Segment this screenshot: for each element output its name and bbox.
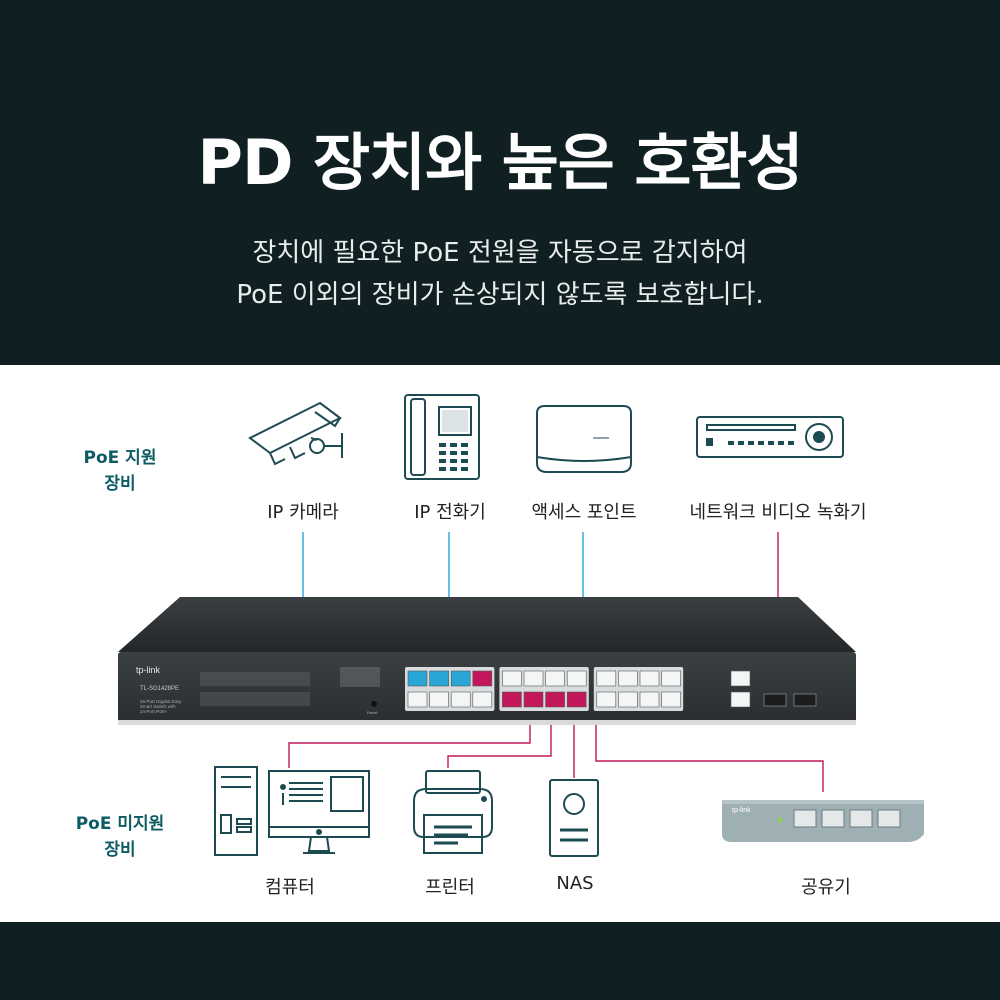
ethernet-port (502, 691, 522, 708)
ethernet-port (596, 691, 617, 708)
device-label-ip-phone: IP 전화기 (414, 502, 486, 523)
ethernet-port (523, 670, 544, 687)
nonpoe-group-line2: 장비 (104, 840, 136, 860)
ethernet-port (661, 670, 681, 687)
nvr-icon (695, 415, 845, 459)
uplink-port (730, 691, 751, 708)
reset-label: Reset (367, 710, 378, 715)
sfp-slot (763, 693, 787, 707)
device-label-nas: NAS (556, 873, 594, 894)
switch-model: TL-SG1428PE (140, 686, 179, 692)
port-grid (405, 667, 817, 711)
ethernet-port (429, 670, 449, 687)
device-label-computer: 컴퓨터 (265, 877, 315, 898)
ethernet-port (472, 670, 493, 687)
subtitle-line-2: PoE 이외의 장비가 손상되지 않도록 보호합니다. (236, 280, 764, 310)
ethernet-port (523, 691, 544, 708)
ethernet-port (566, 691, 587, 708)
switch-desc-2: Smart Switch with (140, 704, 176, 709)
nonpoe-group-line1: PoE 미지원 (75, 814, 165, 834)
reset-button[interactable] (371, 701, 377, 707)
nas-icon (548, 778, 600, 858)
computer-icon (213, 765, 373, 860)
device-label-access-point: 액세스 포인트 (531, 502, 637, 523)
port-block (405, 667, 495, 711)
line-router (595, 717, 824, 792)
nonpoe-group-label: PoE 미지원 장비 (65, 811, 175, 863)
ethernet-port (596, 670, 617, 687)
access-point-icon (533, 403, 635, 475)
printer-icon (408, 765, 498, 857)
poe-group-line2: 장비 (104, 474, 136, 494)
line-computer (288, 717, 531, 768)
ethernet-port (661, 691, 681, 708)
ethernet-port (618, 670, 638, 687)
switch-desc-1: 26-Port Gigabit Easy (140, 699, 182, 704)
device-label-ip-camera: IP 카메라 (267, 502, 339, 523)
ethernet-port (407, 691, 428, 708)
ethernet-port (639, 670, 660, 687)
ethernet-port (450, 691, 471, 708)
poe-switch: tp-link TL-SG1428PE 26-Port Gigabit Easy… (118, 597, 856, 725)
ip-camera-icon (245, 398, 355, 473)
page-title: PD 장치와 높은 호환성 (197, 126, 804, 199)
poe-group-label: PoE 지원 장비 (65, 445, 175, 497)
compatibility-diagram: PoE 지원 장비 PoE 미지원 장비 (0, 365, 1000, 922)
device-label-printer: 프린터 (425, 877, 475, 898)
ethernet-port (566, 670, 587, 687)
ethernet-port (429, 691, 449, 708)
ethernet-port (639, 691, 660, 708)
ethernet-port (502, 670, 522, 687)
switch-desc-3: 24-Port PoE+ (140, 709, 168, 714)
device-label-router: 공유기 (801, 877, 851, 898)
router-brand: tp-link (732, 807, 751, 814)
footer-band (0, 922, 1000, 1000)
hero-banner: PD 장치와 높은 호환성 장치에 필요한 PoE 전원을 자동으로 감지하여 … (0, 0, 1000, 365)
ethernet-port (545, 670, 565, 687)
ethernet-port (450, 670, 471, 687)
ethernet-port (618, 691, 638, 708)
switch-brand: tp-link (136, 665, 161, 675)
sfp-slot (793, 693, 817, 707)
port-block (593, 667, 684, 711)
poe-group-line1: PoE 지원 (83, 448, 157, 468)
router-icon: tp-link (718, 796, 928, 846)
ethernet-port (545, 691, 565, 708)
port-block (499, 667, 589, 711)
subtitle-line-1: 장치에 필요한 PoE 전원을 자동으로 감지하여 (252, 238, 748, 268)
uplink-port (730, 670, 751, 687)
line-printer (447, 717, 552, 768)
ethernet-port (407, 670, 428, 687)
ethernet-port (472, 691, 493, 708)
device-label-nvr: 네트워크 비디오 녹화기 (689, 502, 867, 523)
hero-subtitle: 장치에 필요한 PoE 전원을 자동으로 감지하여 PoE 이외의 장비가 손상… (0, 232, 1000, 316)
ip-phone-icon (403, 393, 481, 481)
